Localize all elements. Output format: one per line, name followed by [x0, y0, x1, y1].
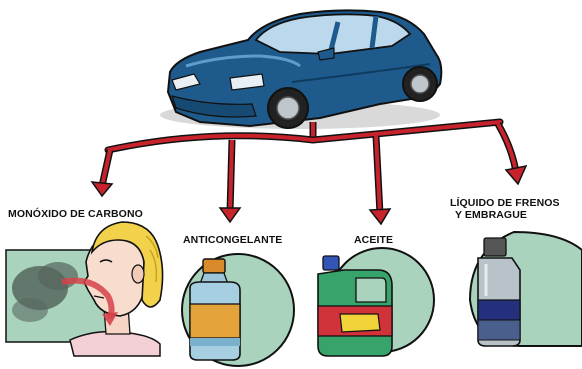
- label-anticongelante: ANTICONGELANTE: [183, 234, 283, 246]
- oil-jug-icon: [317, 247, 435, 357]
- distribution-arrows: [90, 118, 528, 226]
- label-frenos-line1: LÍQUIDO DE FRENOS: [450, 197, 560, 209]
- car-icon: [160, 9, 443, 129]
- smoke-cloud-icon: [12, 262, 78, 322]
- antifreeze-bottle-icon: [181, 253, 295, 367]
- label-frenos-line2: Y EMBRAGUE: [455, 209, 527, 221]
- brake-fluid-bottle-icon: [468, 230, 582, 347]
- label-aceite: ACEITE: [354, 234, 394, 246]
- label-liquido-frenos: LÍQUIDO DE FRENOS Y EMBRAGUE: [450, 197, 560, 221]
- person-face-icon: [5, 221, 164, 357]
- label-monoxido: MONÓXIDO DE CARBONO: [8, 208, 143, 220]
